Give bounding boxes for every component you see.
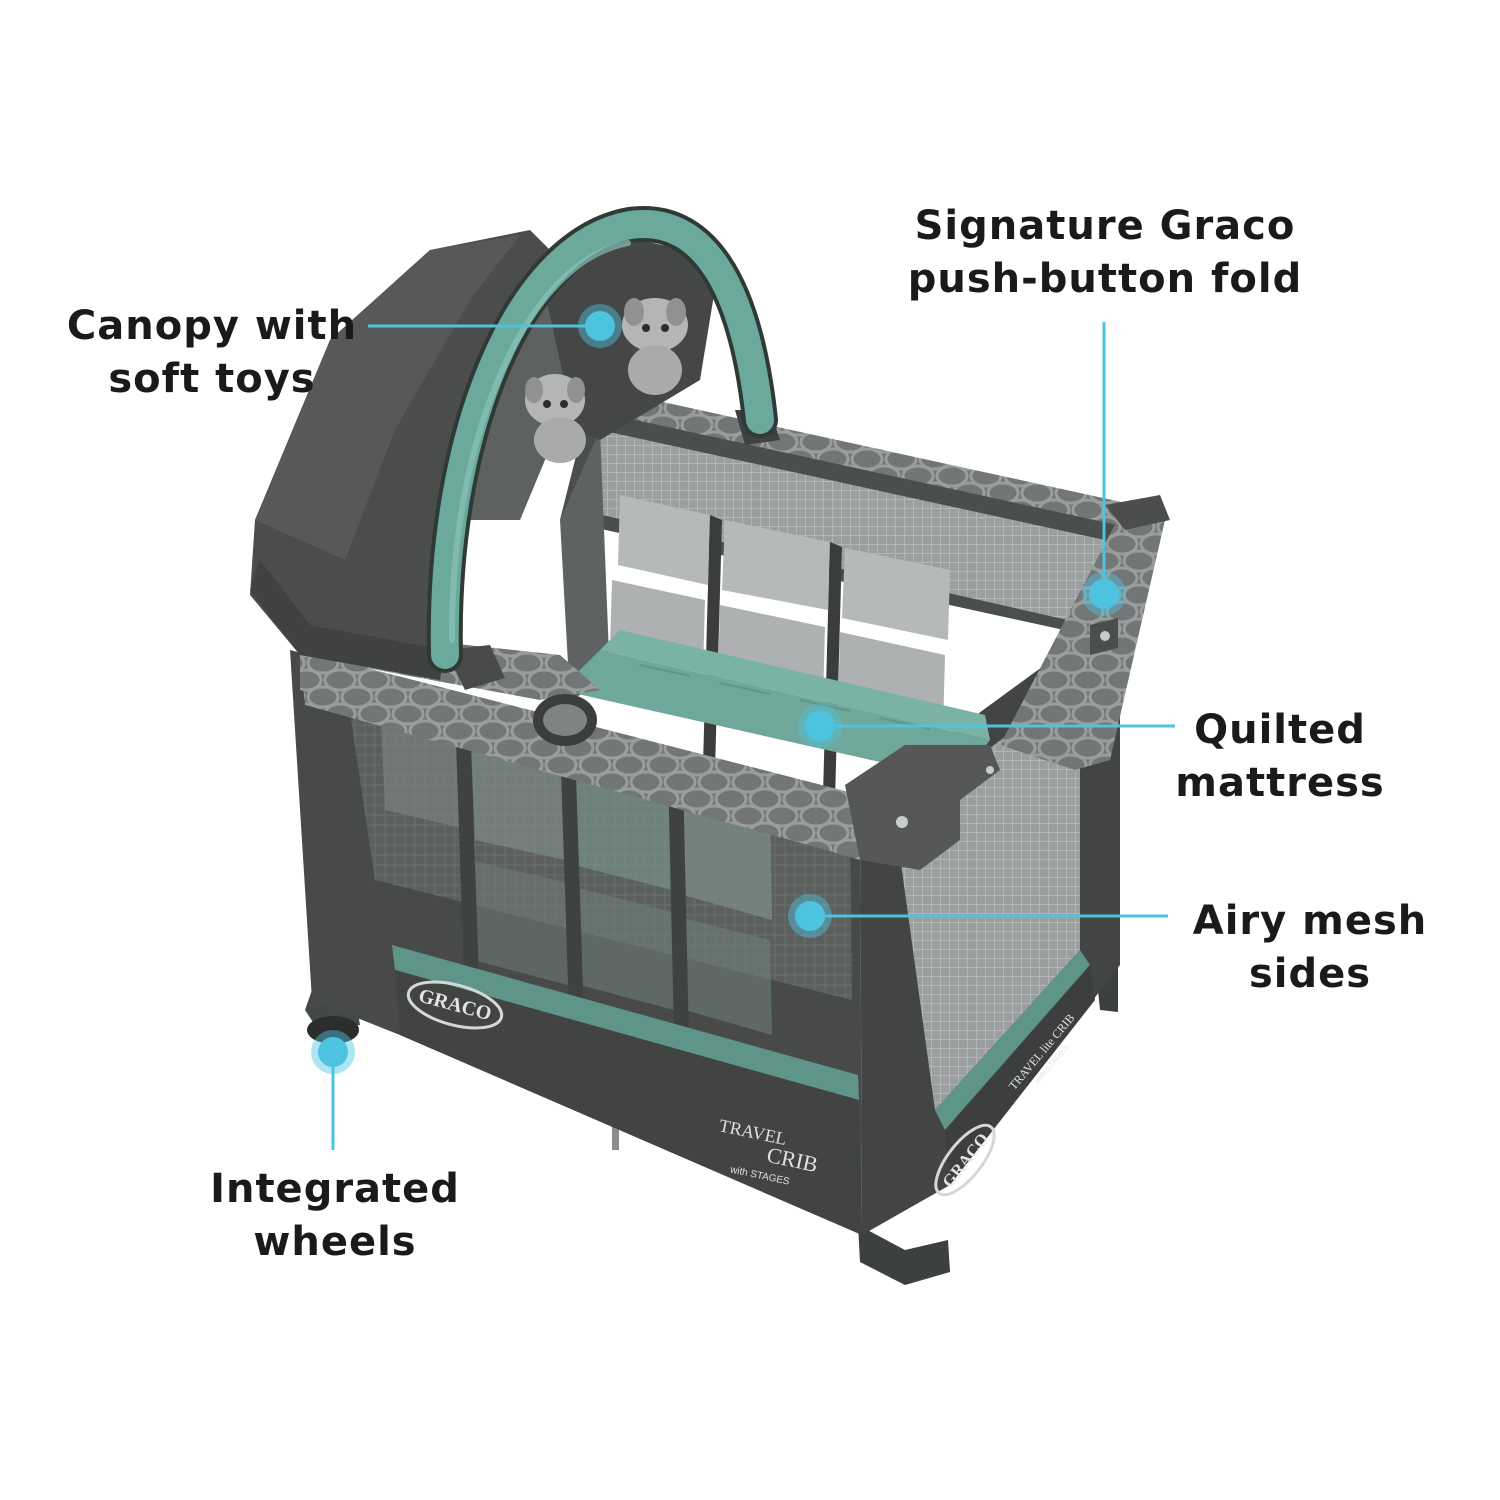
crib-interior bbox=[560, 400, 1130, 800]
callout-label-mesh: Airy mesh sides bbox=[1180, 895, 1440, 1001]
crib-top-rails bbox=[300, 385, 1165, 860]
callout-label-fold: Signature Graco push-button fold bbox=[900, 200, 1310, 306]
callout-label-wheels: Integrated wheels bbox=[195, 1163, 475, 1269]
callout-dot-icon bbox=[1089, 579, 1119, 609]
plush-toy-icon bbox=[622, 298, 688, 395]
callout-lines bbox=[331, 322, 1175, 1150]
callout-label-canopy: Canopy with soft toys bbox=[62, 300, 362, 406]
callout-label-line: push-button fold bbox=[907, 256, 1303, 302]
callout-dots bbox=[311, 304, 1126, 1074]
crib-corner-caps bbox=[445, 410, 1170, 870]
callout-label-line: mattress bbox=[1175, 760, 1385, 806]
callout-dot-icon bbox=[318, 1037, 348, 1067]
plush-toy-icon bbox=[525, 374, 586, 463]
callout-dot-icon bbox=[805, 711, 835, 741]
callout-label-line: Canopy with bbox=[66, 303, 358, 349]
callout-label-line: Quilted bbox=[1194, 707, 1366, 753]
callout-label-mattress: Quilted mattress bbox=[1160, 704, 1400, 810]
callout-dot-icon bbox=[585, 311, 615, 341]
toy-arch bbox=[426, 206, 778, 673]
callout-label-line: Integrated bbox=[210, 1166, 460, 1212]
callout-dot-icon bbox=[795, 901, 825, 931]
callout-label-line: Airy mesh bbox=[1192, 898, 1428, 944]
callout-label-line: soft toys bbox=[108, 356, 316, 402]
callout-label-line: sides bbox=[1248, 951, 1372, 997]
callout-label-line: wheels bbox=[253, 1219, 417, 1265]
callout-label-line: Signature Graco bbox=[914, 203, 1296, 249]
